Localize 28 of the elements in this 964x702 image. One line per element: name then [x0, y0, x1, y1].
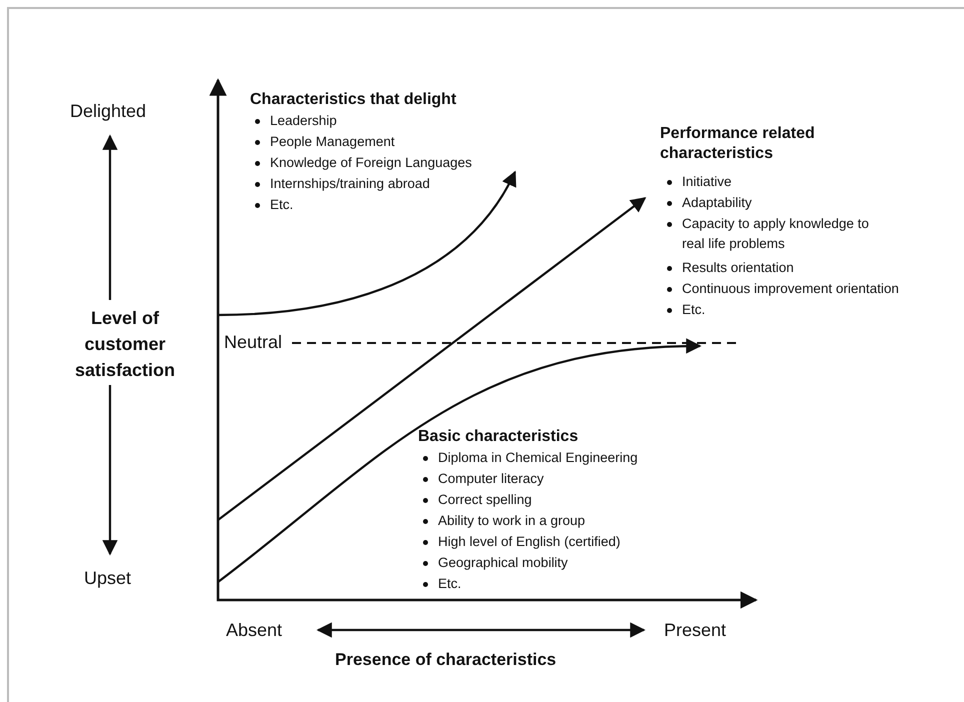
axis-label: Present — [664, 619, 726, 641]
list-item: Continuous improvement orientation — [682, 280, 899, 298]
list-item: Knowledge of Foreign Languages — [270, 154, 472, 172]
axis-label: Absent — [226, 619, 282, 641]
list-item: Capacity to apply knowledge to real life problems — [682, 215, 870, 253]
axis-label: Neutral — [224, 331, 282, 353]
list-item: Geographical mobility — [438, 554, 568, 572]
list-item: People Management — [270, 133, 395, 151]
list-item: Correct spelling — [438, 491, 532, 509]
list-item: Leadership — [270, 112, 337, 130]
heading: Presence of characteristics — [335, 650, 556, 670]
list-item: Ability to work in a group — [438, 512, 586, 530]
heading: Basic characteristics — [418, 427, 578, 447]
list-item: Results orientation — [682, 259, 794, 277]
heading: Performance related characteristics — [660, 124, 816, 164]
list-item: Diploma in Chemical Engineering — [438, 449, 638, 467]
axis-title: Level of customer satisfaction — [74, 307, 176, 382]
axis-label: Delighted — [70, 100, 146, 122]
heading: Characteristics that delight — [250, 90, 456, 110]
list-item: Internships/training abroad — [270, 175, 430, 193]
list-item: Etc. — [270, 196, 294, 214]
list-item: Computer literacy — [438, 470, 544, 488]
list-item: Etc. — [438, 575, 462, 593]
list-item: Adaptability — [682, 194, 752, 212]
list-item: High level of English (certified) — [438, 533, 620, 551]
list-item: Etc. — [682, 301, 706, 319]
list-item: Initiative — [682, 173, 732, 191]
axis-label: Upset — [84, 567, 132, 589]
